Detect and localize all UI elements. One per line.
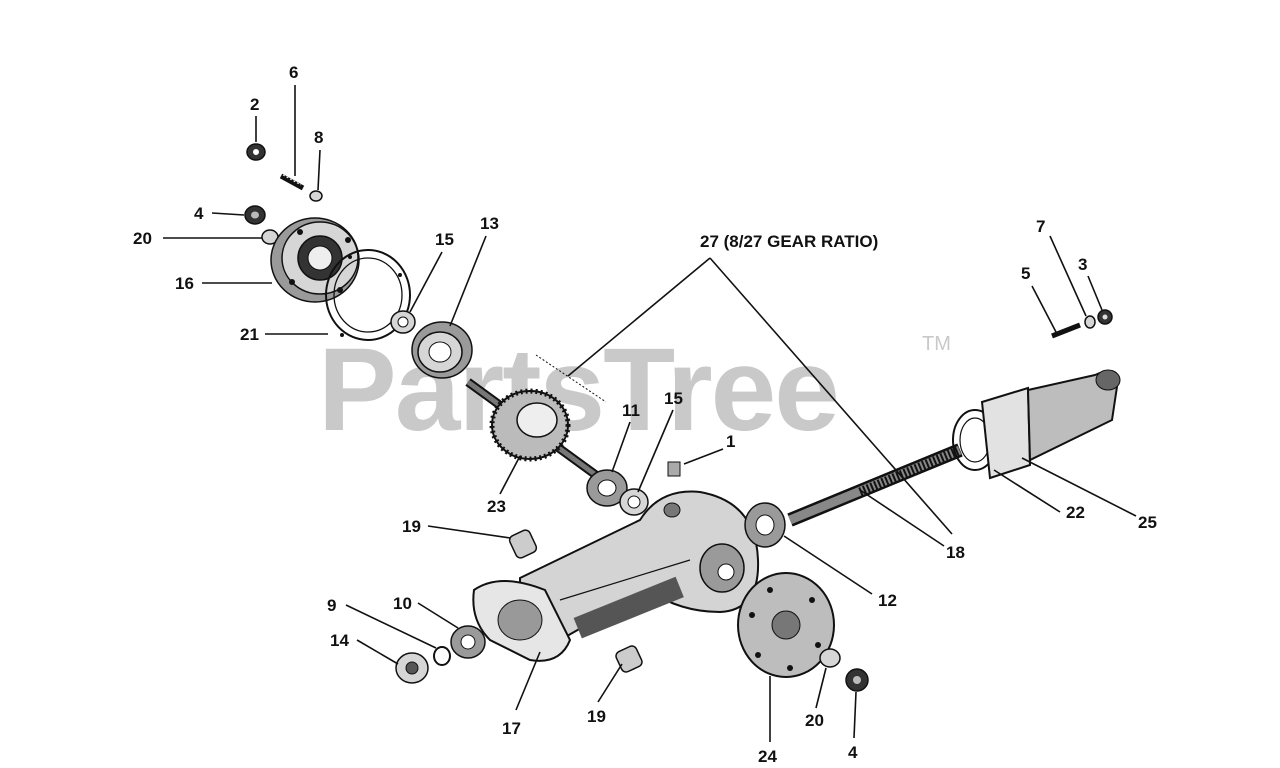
callout-19-lower: 19: [587, 707, 606, 726]
part-washer-8: [309, 190, 323, 202]
part-washer-7: [1084, 315, 1096, 329]
part-gear-shaft-23: [465, 378, 603, 482]
callout-25: 25: [1138, 513, 1157, 532]
part-dowel-19-upper: [508, 529, 538, 559]
part-cover-17: [472, 580, 572, 662]
callout-27-assembly: 27 (8/27 GEAR RATIO): [700, 232, 878, 251]
callout-18: 18: [946, 543, 965, 562]
part-bearing-11: [586, 469, 628, 507]
part-axle-18: [787, 443, 963, 527]
callout-16: 16: [175, 274, 194, 293]
callout-15-lower: 15: [664, 389, 683, 408]
callout-12: 12: [878, 591, 897, 610]
callout-20-lower: 20: [805, 711, 824, 730]
callout-21: 21: [240, 325, 259, 344]
callout-15-upper: 15: [435, 230, 454, 249]
callout-7: 7: [1036, 217, 1045, 236]
callout-10: 10: [393, 594, 412, 613]
callout-20-top: 20: [133, 229, 152, 248]
part-seal-14: [395, 652, 429, 684]
callout-4-lower: 4: [848, 743, 858, 762]
part-dowel-19-lower: [615, 645, 643, 673]
callout-5: 5: [1021, 264, 1030, 283]
part-nut-4-top: [244, 205, 266, 225]
callout-23: 23: [487, 497, 506, 516]
callout-9: 9: [327, 596, 336, 615]
callout-11: 11: [622, 401, 640, 420]
part-nut-2: [246, 143, 266, 161]
part-wheel-hub-24: [737, 572, 835, 678]
part-bolt-5: [1051, 322, 1081, 339]
part-washer-20-lower: [819, 648, 841, 668]
callout-4-top: 4: [194, 204, 204, 223]
callout-8: 8: [314, 128, 323, 147]
callout-3: 3: [1078, 255, 1087, 274]
callout-6: 6: [289, 63, 298, 82]
part-snapring-9: [433, 646, 451, 666]
part-bearing-12: [744, 502, 786, 548]
part-bracket-25: [980, 369, 1121, 480]
part-bearing-13: [411, 321, 473, 379]
part-seal-15-lower: [619, 488, 649, 516]
callout-17: 17: [502, 719, 521, 738]
part-nut-4-lower: [845, 668, 869, 692]
callout-19-upper: 19: [402, 517, 421, 536]
part-hub-16: [270, 217, 360, 303]
part-bolt-6: [279, 173, 305, 191]
part-seal-15-upper: [390, 310, 416, 334]
callout-13: 13: [480, 214, 499, 233]
watermark-trademark: TM: [922, 333, 951, 355]
part-nut-3: [1097, 309, 1113, 325]
callout-14: 14: [330, 631, 349, 650]
part-bearing-10: [450, 625, 486, 659]
part-fitting-1: [667, 461, 681, 477]
leader-lines: [163, 85, 1137, 742]
callout-24: 24: [758, 747, 777, 766]
callout-2: 2: [250, 95, 259, 114]
callout-22: 22: [1066, 503, 1085, 522]
watermark-text: PartsTree: [318, 324, 838, 456]
callout-1: 1: [726, 432, 735, 451]
